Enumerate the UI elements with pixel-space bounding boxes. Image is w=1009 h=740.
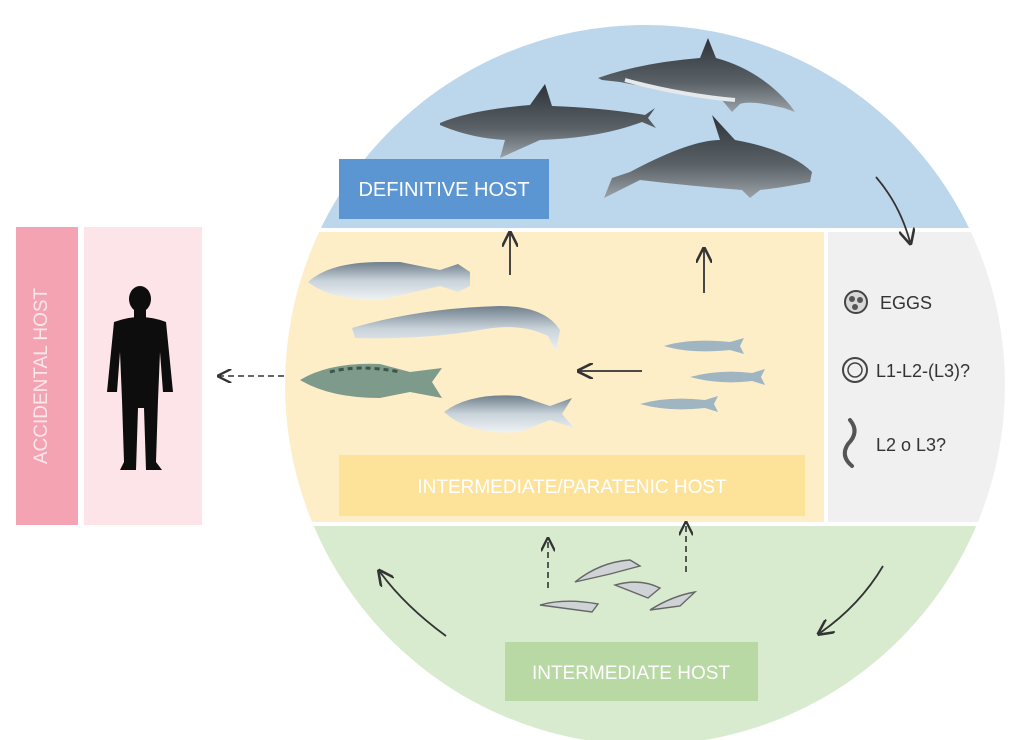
accidental-host-bar [16, 227, 78, 525]
dolphin-icon [598, 38, 795, 112]
larva-ring-icon [842, 357, 868, 383]
arrow-to-paratenic [380, 572, 447, 637]
anchovy-icon [640, 338, 765, 412]
arrow-to-intermediate [820, 565, 884, 633]
paratenic-host-label-box [339, 455, 805, 516]
stage-label-eggs: EGGS [880, 293, 932, 313]
dolphin-icon [604, 115, 812, 198]
horse-mackerel-icon [444, 395, 574, 433]
definitive-host-label: DEFINITIVE HOST [358, 179, 529, 201]
stage-label-l2-l3: L2 o L3? [876, 435, 946, 455]
intermediate-host-zone [285, 526, 1005, 740]
human-silhouette-icon [107, 286, 173, 470]
mackerel-fish-icon [300, 363, 442, 398]
krill-icon [539, 559, 698, 613]
intermediate-host-label: INTERMEDIATE HOST [532, 663, 730, 684]
intermediate-host-label-box [505, 642, 758, 701]
paratenic-host-label: INTERMEDIATE/PARATENIC HOST [417, 477, 727, 498]
larva-worm-icon [842, 418, 857, 468]
scabbardfish-icon [352, 306, 560, 352]
hake-fish-icon [308, 262, 470, 300]
stage-label-l1-l2-l3: L1-L2-(L3)? [876, 361, 970, 381]
egg-icon [844, 290, 868, 314]
arrow-to-stages [875, 176, 910, 242]
accidental-host-label: ACCIDENTAL HOST [31, 287, 52, 464]
dolphin-icon [440, 84, 656, 158]
definitive-host-label-box [339, 159, 549, 219]
